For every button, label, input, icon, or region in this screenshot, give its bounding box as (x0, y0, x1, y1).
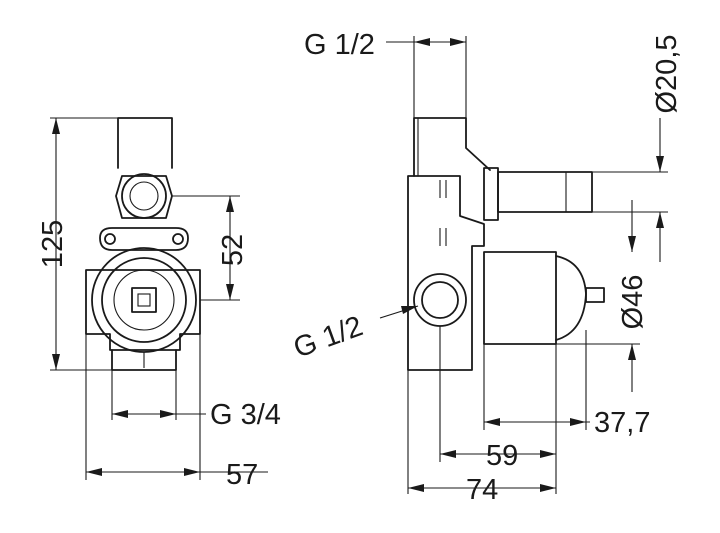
front-bottom-inlet (111, 349, 177, 371)
side-inlet-ring-inner (421, 281, 459, 319)
front-view (85, 117, 201, 371)
dim-125-arrow-bottom (52, 354, 60, 370)
front-valve-body (85, 269, 201, 351)
side-outlet-pipe (497, 171, 593, 213)
side-top-pipe (413, 117, 491, 177)
dim-57-arrow-right (184, 468, 200, 476)
dim-52-arrow-top (226, 196, 234, 212)
dim-d205-label: Ø20,5 (651, 35, 683, 114)
dim-52-arrow-bottom (226, 284, 234, 300)
dim-d46-arrow-top (628, 236, 636, 252)
dim-377-label: 37,7 (594, 407, 650, 439)
front-cartridge (113, 269, 175, 331)
dim-d46-arrow-bottom (628, 344, 636, 360)
dim-57-label: 57 (226, 459, 258, 491)
dim-59-label: 59 (486, 440, 518, 472)
dim-g12-inlet-arrow (401, 306, 418, 314)
side-cover-cylinder (483, 251, 557, 345)
dim-g12-top-arrow-right (450, 38, 466, 46)
front-mount-hole-right (172, 233, 184, 245)
dim-d205-arrow-top (656, 156, 664, 172)
dim-377-arrow-left (484, 418, 500, 426)
dim-d205-arrow-bottom (656, 212, 664, 228)
dim-g34-label: G 3/4 (210, 399, 281, 431)
front-nut-ring (121, 173, 167, 219)
dim-g12-inlet-label: G 1/2 (289, 310, 367, 364)
front-dimensions: 125 52 G 3/4 57 (37, 117, 281, 491)
dim-59-arrow-left (440, 450, 456, 458)
front-nut-inner (129, 181, 159, 211)
front-spindle-core (137, 293, 151, 307)
side-outlet-nut (483, 167, 499, 221)
dim-d46-label: Ø46 (617, 275, 649, 330)
dim-125-label: 125 (37, 220, 69, 268)
side-cover-dome (555, 255, 587, 341)
front-top-pipe (117, 117, 173, 169)
front-body-ring (91, 247, 197, 353)
dim-125-arrow-top (52, 118, 60, 134)
front-mount-hole-left (104, 233, 116, 245)
dim-g12-top-label: G 1/2 (304, 29, 375, 61)
dim-g34-arrow-right (160, 410, 176, 418)
front-body-ring-inner (101, 257, 187, 343)
front-hex-nut (115, 175, 173, 219)
dim-59-arrow-right (540, 450, 556, 458)
side-view (407, 117, 605, 371)
dim-g34-arrow-left (112, 410, 128, 418)
dim-57-arrow-left (86, 468, 102, 476)
dim-52-label: 52 (217, 234, 249, 266)
side-spindle (585, 287, 605, 303)
dim-377-arrow-right (570, 418, 586, 426)
side-dimensions: G 1/2 Ø20,5 Ø46 G 1/2 37,7 59 (289, 29, 683, 506)
side-valve-body (407, 175, 485, 371)
dim-74-arrow-right (540, 484, 556, 492)
dim-g12-top-arrow-left (414, 38, 430, 46)
front-mount-bracket (99, 227, 189, 251)
dim-74-arrow-left (408, 484, 424, 492)
dim-74-label: 74 (466, 474, 498, 506)
front-spindle (131, 287, 157, 313)
